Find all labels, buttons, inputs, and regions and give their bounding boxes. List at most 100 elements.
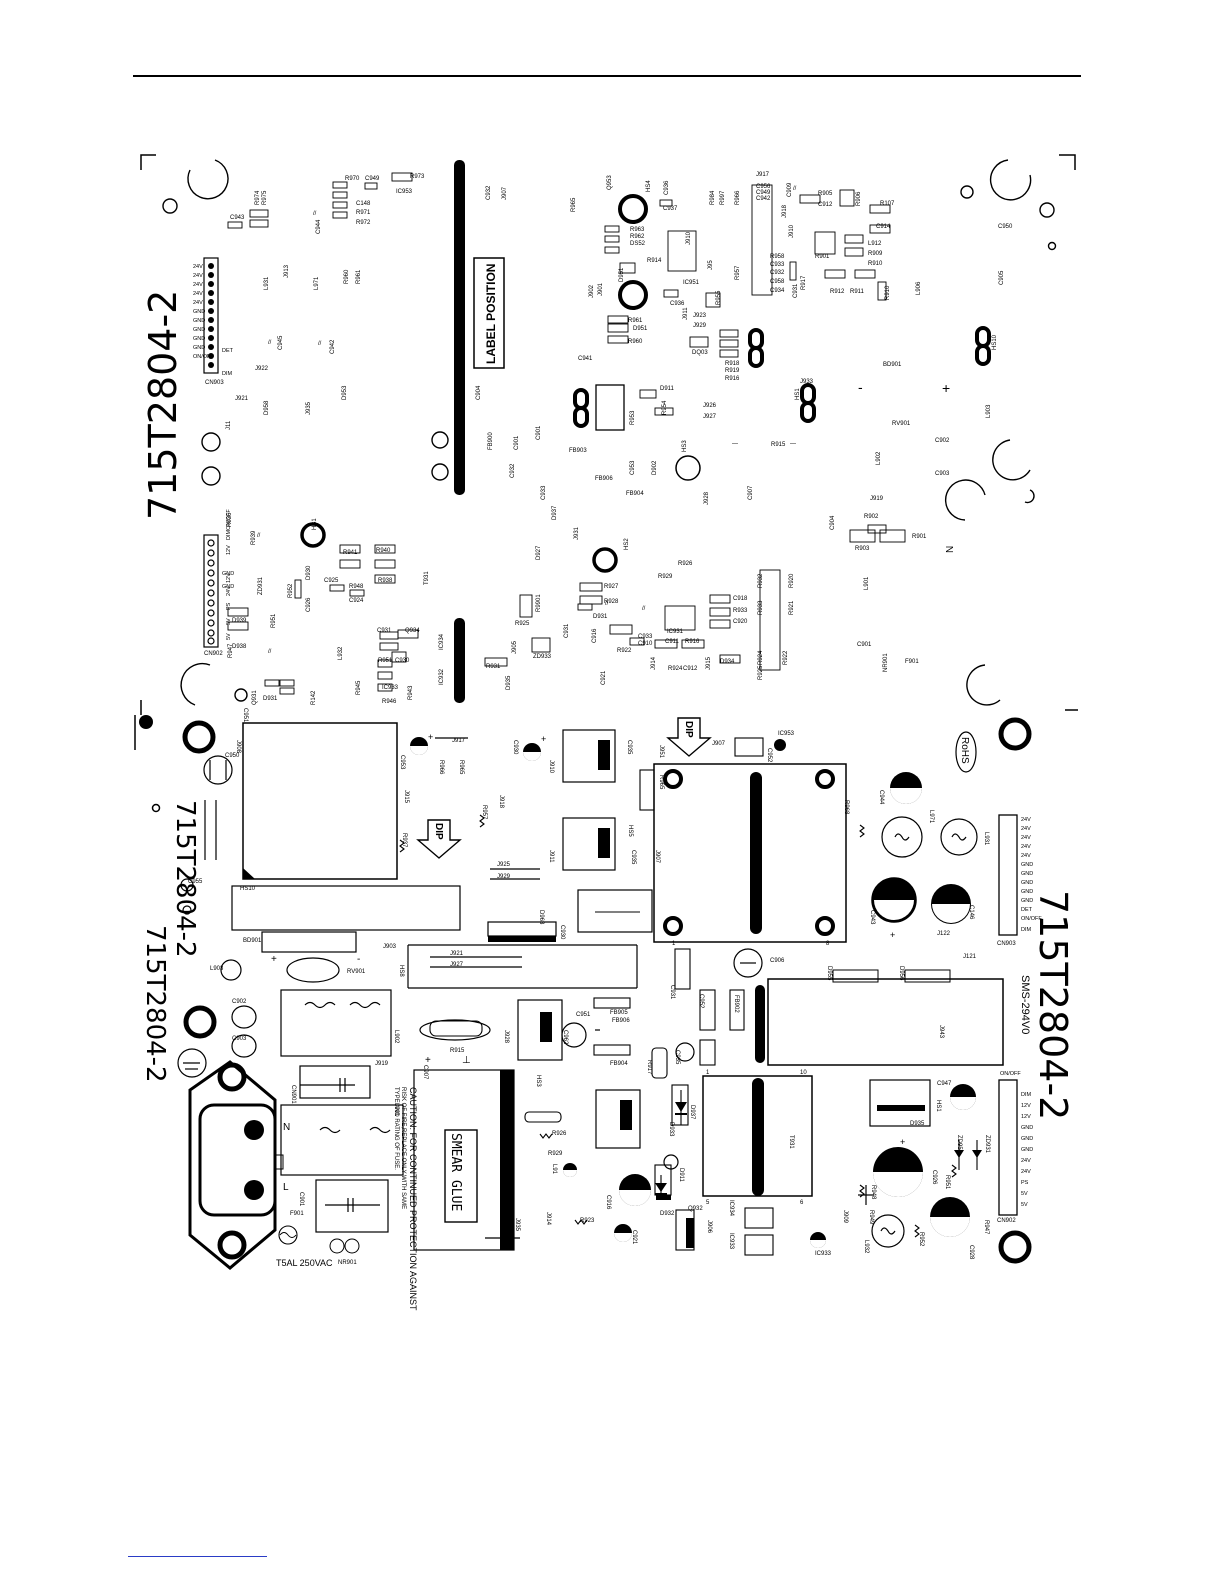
svg-text:+: + xyxy=(428,732,433,742)
transformer-t901 xyxy=(653,763,847,943)
svg-text:R948: R948 xyxy=(870,1185,876,1200)
svg-text:R901: R901 xyxy=(912,534,927,540)
svg-text:J918: J918 xyxy=(782,204,788,218)
svg-text:R949: R949 xyxy=(868,1210,874,1225)
svg-text:C902: C902 xyxy=(232,999,247,1005)
svg-text://: // xyxy=(793,186,797,192)
heatsink-bar-1 xyxy=(454,160,465,495)
svg-text:C944: C944 xyxy=(316,219,322,234)
cn902-top-pin-labels: 5V 5V PS 24V 12V GND GND 12V DIM ON/OFF xyxy=(222,509,234,640)
svg-text:D951: D951 xyxy=(633,326,648,332)
svg-text:D911: D911 xyxy=(660,386,675,392)
svg-text:RV901: RV901 xyxy=(347,969,366,975)
svg-text:CN903: CN903 xyxy=(205,380,224,386)
svg-text:R923: R923 xyxy=(580,1218,595,1224)
svg-text:12V: 12V xyxy=(1021,1103,1031,1109)
svg-text:J925: J925 xyxy=(497,862,511,868)
svg-text:NR901: NR901 xyxy=(883,653,889,672)
svg-text:C930: C930 xyxy=(395,658,410,664)
output-heatsink xyxy=(767,978,1004,1066)
board-id-top: 715T2804-2 xyxy=(141,290,185,520)
svg-text:C953: C953 xyxy=(399,755,405,770)
heatsink-bar-2 xyxy=(454,618,465,703)
svg-text:D951: D951 xyxy=(619,267,625,282)
svg-text:R970: R970 xyxy=(345,176,360,182)
svg-text:C956: C956 xyxy=(756,184,771,190)
svg-text:C935: C935 xyxy=(626,740,632,755)
svg-text:24V: 24V xyxy=(193,264,203,270)
svg-text://: // xyxy=(257,533,261,539)
svg-text:C914: C914 xyxy=(876,224,891,230)
svg-text:C912: C912 xyxy=(683,666,698,672)
svg-text:GND: GND xyxy=(193,309,205,315)
svg-text:DIM: DIM xyxy=(222,371,233,377)
bottom-board: 715T2804-2 715T2804-2 715T2804-2 HS10 BD… xyxy=(134,708,1075,1311)
svg-text:GND: GND xyxy=(1021,871,1033,877)
svg-text:24V: 24V xyxy=(1021,1169,1031,1175)
svg-text:R912: R912 xyxy=(830,289,845,295)
svg-text:C146: C146 xyxy=(968,905,974,920)
svg-text:BD901: BD901 xyxy=(243,938,262,944)
svg-text:C933: C933 xyxy=(770,262,785,268)
svg-text:J917: J917 xyxy=(756,172,770,178)
svg-text:J907: J907 xyxy=(712,741,726,747)
svg-text:J929: J929 xyxy=(693,323,707,329)
svg-text:C905: C905 xyxy=(999,270,1005,285)
svg-text:GND: GND xyxy=(1021,889,1033,895)
svg-text:C950: C950 xyxy=(998,224,1013,230)
label-position-text: LABEL POSITION xyxy=(484,264,498,364)
svg-text:J915: J915 xyxy=(403,790,409,804)
svg-text:R968: R968 xyxy=(843,800,849,815)
fuse-f901: F901 NR901 T5AL 250VAC xyxy=(276,1211,360,1268)
svg-text:R997: R997 xyxy=(720,190,726,205)
svg-text:C906: C906 xyxy=(770,958,785,964)
svg-text:ZD931: ZD931 xyxy=(258,576,264,595)
svg-text:T931: T931 xyxy=(424,571,430,585)
corner-mark-tr xyxy=(1059,154,1076,170)
svg-text:C920: C920 xyxy=(733,619,748,625)
svg-text:R984: R984 xyxy=(710,190,716,205)
svg-text:C931: C931 xyxy=(669,985,675,1000)
svg-text:R943: R943 xyxy=(408,685,414,700)
svg-text:DET: DET xyxy=(222,348,234,354)
svg-text:ON/OFF: ON/OFF xyxy=(226,509,232,530)
svg-text:R931: R931 xyxy=(486,664,501,670)
svg-text:D935: D935 xyxy=(910,1121,925,1127)
svg-text:C148: C148 xyxy=(356,201,371,207)
svg-text:HS10: HS10 xyxy=(992,334,998,350)
svg-text:FB904: FB904 xyxy=(610,1061,628,1067)
svg-text:C909: C909 xyxy=(787,182,793,197)
svg-text:C936: C936 xyxy=(670,301,685,307)
svg-text:C901: C901 xyxy=(514,435,520,450)
svg-text:C953: C953 xyxy=(630,460,636,475)
heatsinks-small xyxy=(517,729,931,1149)
svg-text:NR901: NR901 xyxy=(338,1260,357,1266)
svg-text:J933: J933 xyxy=(800,379,814,385)
svg-text:CN903: CN903 xyxy=(997,941,1016,947)
svg-text:C962: C962 xyxy=(562,1030,568,1045)
svg-text:C912: C912 xyxy=(818,202,833,208)
svg-text:C930: C930 xyxy=(512,740,518,755)
svg-text:C952: C952 xyxy=(698,994,704,1009)
svg-text:J915: J915 xyxy=(706,656,712,670)
svg-text:J921: J921 xyxy=(450,951,464,957)
svg-text:L902: L902 xyxy=(393,1030,399,1044)
svg-text:D953: D953 xyxy=(342,385,348,400)
svg-text:ZD931: ZD931 xyxy=(984,1135,990,1154)
svg-text:J927: J927 xyxy=(703,414,717,420)
svg-text:J951: J951 xyxy=(658,745,664,759)
svg-text:+: + xyxy=(890,930,895,940)
svg-text:R963: R963 xyxy=(630,227,645,233)
svg-text:C901: C901 xyxy=(536,425,542,440)
svg-text:12V: 12V xyxy=(226,573,232,583)
svg-text:D939: D939 xyxy=(232,618,247,624)
svg-text:FB903: FB903 xyxy=(569,448,587,454)
svg-text:L971: L971 xyxy=(928,810,934,824)
svg-text:GND: GND xyxy=(1021,880,1033,886)
svg-text:—: — xyxy=(790,441,796,447)
svg-text:L901: L901 xyxy=(864,576,870,590)
svg-text:12V: 12V xyxy=(1021,1114,1031,1120)
svg-text:R955: R955 xyxy=(716,290,722,305)
svg-text:R933: R933 xyxy=(733,608,748,614)
